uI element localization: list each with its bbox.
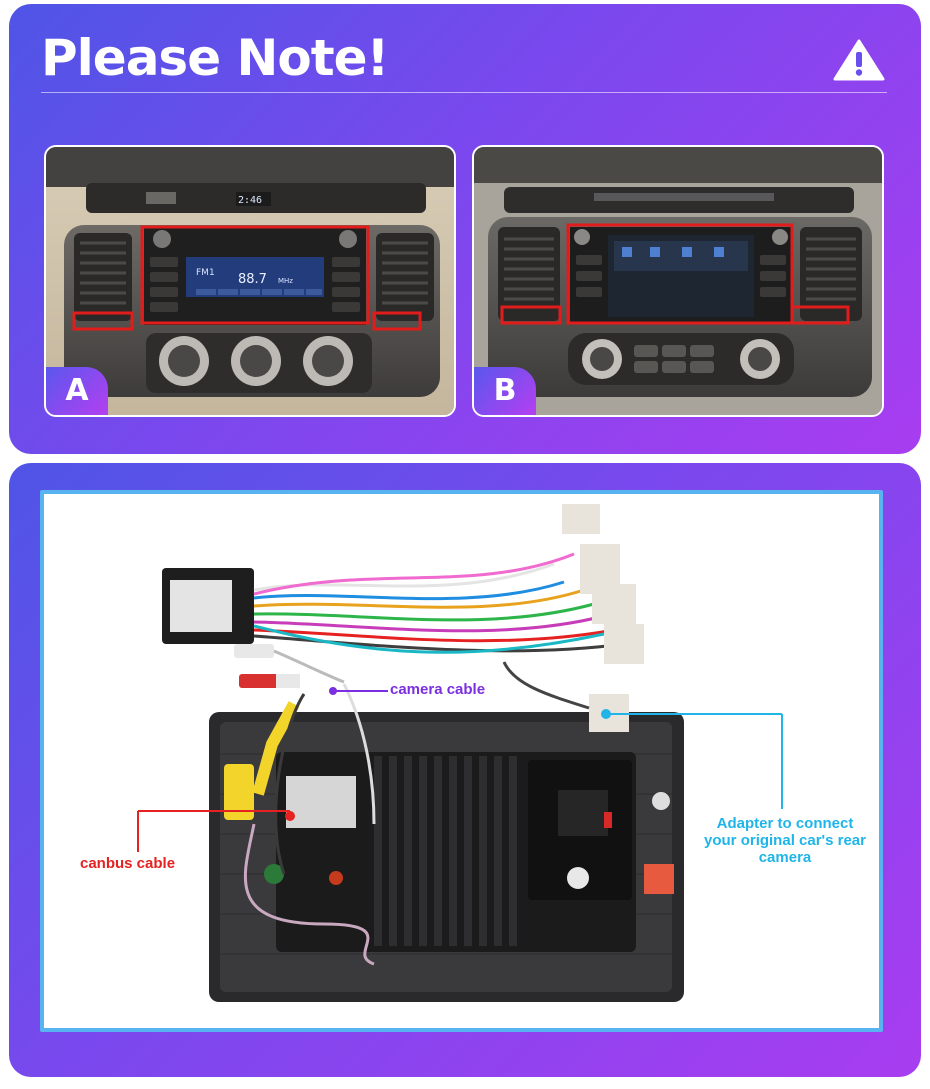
car-dashboard-photo-b: B	[472, 145, 884, 417]
page-title: Please Note!	[41, 29, 389, 87]
photo-b-badge: B	[474, 367, 536, 415]
radio-frequency-display: 88.7	[238, 272, 267, 287]
clock-display: 2:46	[238, 195, 262, 206]
photo-a-badge: A	[46, 367, 108, 415]
canbus-cable-label: canbus cable	[80, 855, 176, 872]
camera-cable-label: camera cable	[390, 681, 486, 698]
car-dashboard-photo-a: 2:46 FM1 88.7 MHz A	[44, 145, 456, 417]
title-divider	[41, 92, 887, 93]
wiring-harness-photo	[40, 490, 883, 1032]
radio-band-display: FM1	[196, 268, 215, 278]
adapter-label: Adapter to connect your original car's r…	[704, 815, 866, 866]
warning-triangle-icon	[833, 38, 885, 82]
radio-unit-display: MHz	[278, 277, 293, 285]
